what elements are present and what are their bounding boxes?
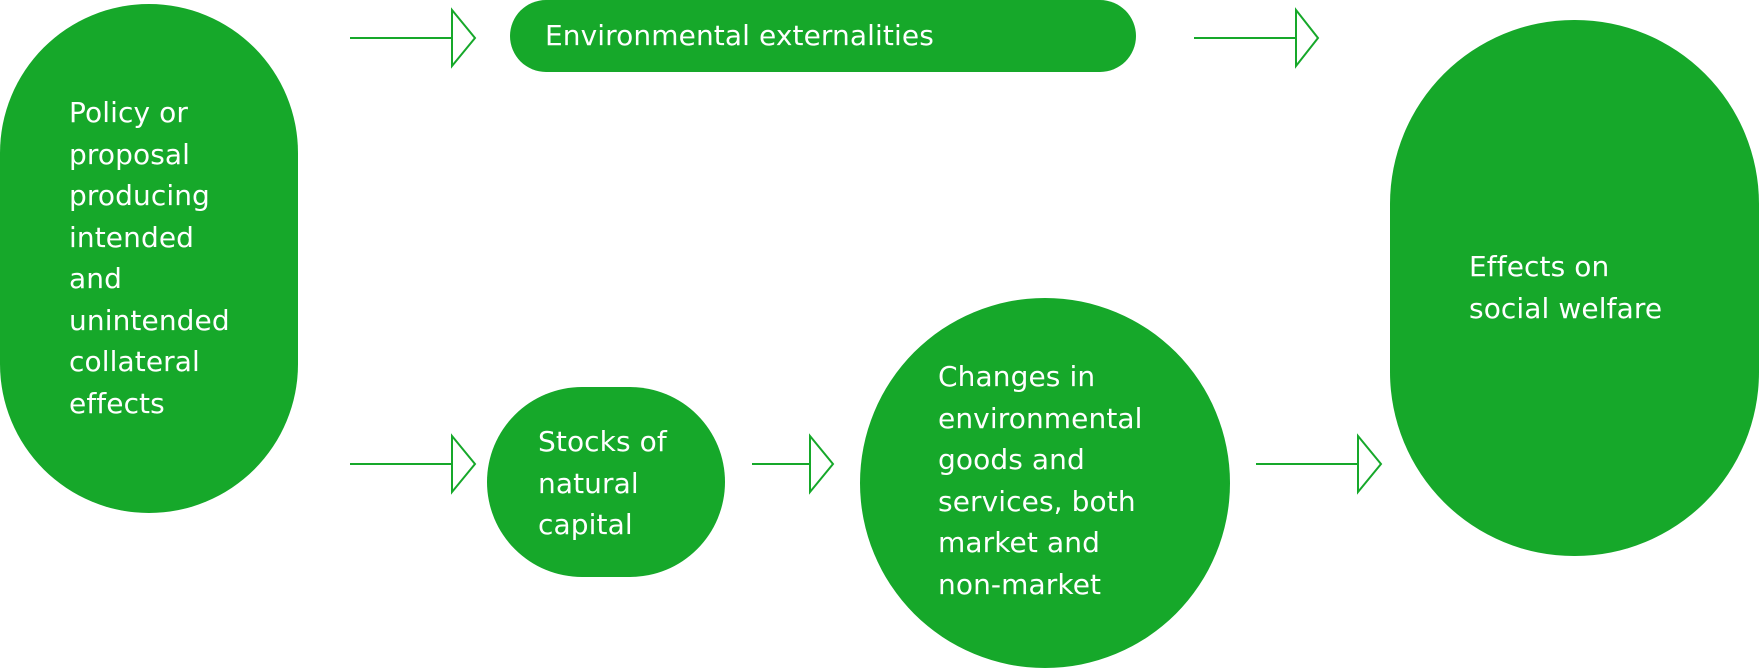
welfare-node-label: Effects on social welfare — [1469, 250, 1663, 325]
stocks-node: Stocks of natural capital — [487, 387, 725, 577]
arrow-policy-to-externalities — [350, 7, 477, 69]
arrow-changes-to-welfare — [1256, 433, 1383, 495]
welfare-node: Effects on social welfare — [1390, 20, 1759, 556]
arrow-stocks-to-changes — [752, 433, 835, 495]
arrow-policy-to-stocks — [350, 433, 477, 495]
stocks-node-label: Stocks of natural capital — [538, 425, 667, 541]
changes-node-label: Changes in environmental goods and servi… — [938, 360, 1143, 601]
arrow-externalities-to-welfare — [1194, 7, 1320, 69]
policy-node: Policy or proposal producing intended an… — [0, 4, 298, 513]
changes-node: Changes in environmental goods and servi… — [860, 298, 1230, 668]
externalities-node-label: Environmental externalities — [545, 19, 934, 52]
externalities-node: Environmental externalities — [510, 0, 1136, 72]
policy-node-label: Policy or proposal producing intended an… — [69, 96, 230, 420]
